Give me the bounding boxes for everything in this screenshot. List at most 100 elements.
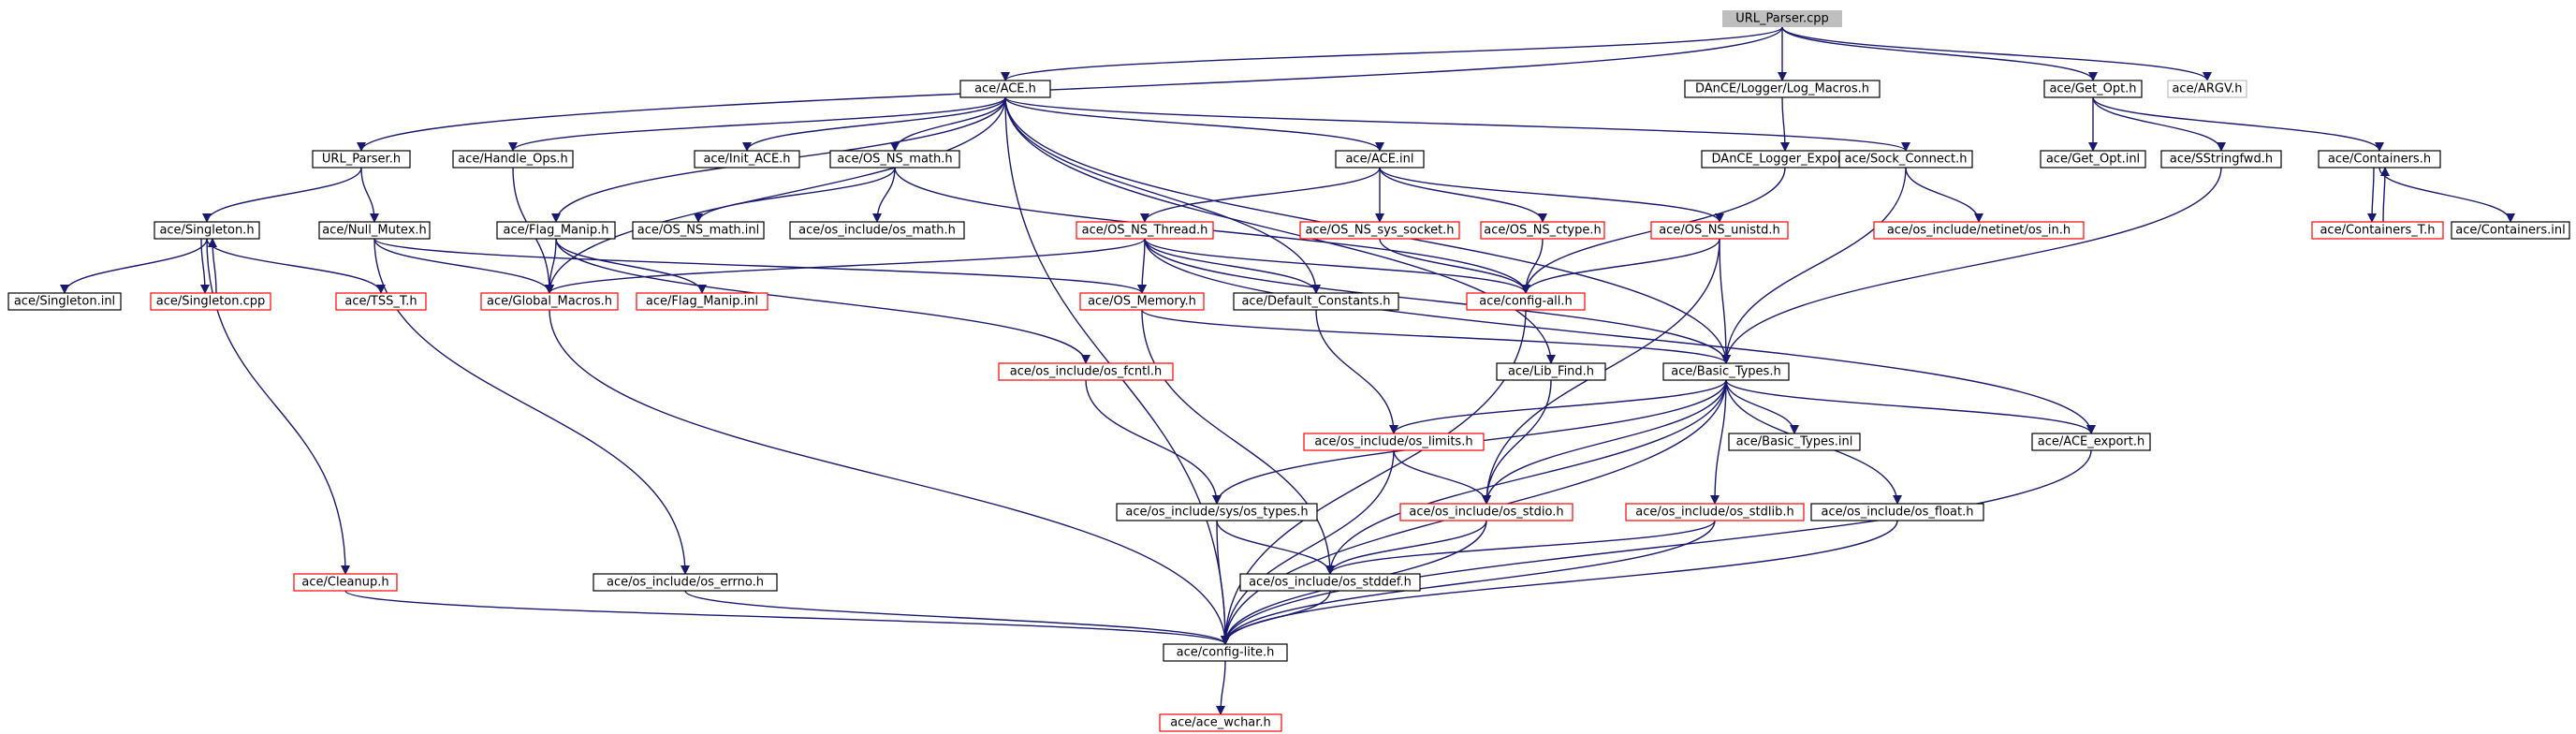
node-label: ace/Default_Constants.h (1241, 295, 1390, 309)
node-ace-os-ns-ctype-h[interactable]: ace/OS_NS_ctype.h (1480, 221, 1605, 240)
node-ace-handle-ops-h[interactable]: ace/Handle_Ops.h (452, 150, 574, 169)
edge-os_limits-to-config_lite (1221, 449, 1395, 645)
node-box (1163, 643, 1288, 662)
node-ace-os-ns-thread-h[interactable]: ace/OS_NS_Thread.h (1076, 221, 1214, 240)
node-ace-os-ns-math-h[interactable]: ace/OS_NS_math.h (829, 150, 960, 169)
edge (1221, 590, 1331, 645)
edge (555, 238, 707, 294)
edge-get_opt_h-to-containers_h (2092, 96, 2384, 152)
edge-basic_types_h-to-os_stddef (1325, 379, 1727, 575)
node-ace-os-include-sys-os-types-h[interactable]: ace/os_include/sys/os_types.h (1116, 503, 1318, 521)
node-ace-os-include-os-stddef-h[interactable]: ace/os_include/os_stddef.h (1239, 573, 1421, 592)
node-ace-flag-manip-h[interactable]: ace/Flag_Manip.h (496, 221, 616, 240)
node-ace-config-all-h[interactable]: ace/config-all.h (1466, 292, 1586, 311)
node-label: ace/Singleton.cpp (156, 295, 266, 309)
edge (1521, 238, 1544, 294)
node-dance-logger-log-macros-h[interactable]: DAnCE/Logger/Log_Macros.h (1684, 80, 1881, 98)
edge-url_parser_cpp-to-url_parser_h (357, 26, 1783, 152)
node-box (1728, 433, 1861, 451)
node-ace-null-mutex-h[interactable]: ace/Null_Mutex.h (318, 221, 431, 240)
node-ace-get-opt-inl[interactable]: ace/Get_Opt.inl (2040, 150, 2146, 169)
edge-os_limits-to-os_stdio (1393, 449, 1491, 505)
node-box (2451, 221, 2570, 240)
edge (1001, 26, 1783, 81)
node-ace-singleton-cpp[interactable]: ace/Singleton.cpp (150, 292, 271, 311)
edge (684, 590, 1230, 645)
node-ace-os-include-os-errno-h[interactable]: ace/os_include/os_errno.h (593, 573, 778, 592)
node-ace-os-ns-unistd-h[interactable]: ace/OS_NS_unistd.h (1650, 221, 1789, 240)
edge-os_ns_unistd-to-basic_types_h (1719, 238, 1731, 364)
node-ace-global-macros-h[interactable]: ace/Global_Macros.h (480, 292, 619, 311)
node-ace-get-opt-h[interactable]: ace/Get_Opt.h (2043, 80, 2143, 98)
edge (1325, 520, 1716, 575)
node-ace-tss-t-h[interactable]: ace/TSS_T.h (335, 292, 427, 311)
node-ace-os-include-netinet-os-in-h[interactable]: ace/os_include/netinet/os_in.h (1873, 221, 2085, 240)
node-ace-singleton-inl[interactable]: ace/Singleton.inl (7, 292, 122, 311)
edge-default_constants-to-os_limits (1315, 309, 1398, 434)
edge-ace_h-to-os_ns_math_h (890, 96, 1006, 152)
edge-containers_h-to-containers_t (2367, 167, 2378, 223)
node-ace-ace-h[interactable]: ace/ACE.h (959, 80, 1051, 98)
edge-containers_t-to-containers_h (2379, 167, 2390, 223)
node-box (959, 80, 1051, 98)
edge-basic_types_h-to-os_limits (1389, 379, 1727, 434)
node-ace-lib-find-h[interactable]: ace/Lib_Find.h (1496, 362, 1606, 381)
node-ace-basic-types-inl[interactable]: ace/Basic_Types.inl (1728, 433, 1861, 451)
edge (2378, 167, 2515, 223)
node-ace-os-include-os-float-h[interactable]: ace/os_include/os_float.h (1810, 503, 1984, 521)
edge-basic_types_h-to-basic_types_inl (1725, 379, 1799, 434)
edge (1721, 167, 2222, 364)
node-ace-basic-types-h[interactable]: ace/Basic_Types.h (1662, 362, 1790, 381)
node-box (829, 150, 960, 169)
node-ace-os-ns-math-inl[interactable]: ace/OS_NS_math.inl (632, 221, 765, 240)
edge-ace_h-to-ace_inl (1004, 96, 1384, 152)
edge-ace_h-to-sock_connect (1004, 96, 1910, 152)
node-label: ace/os_include/netinet/os_in.h (1887, 224, 2071, 238)
edge (1141, 309, 1335, 575)
node-box (7, 292, 122, 311)
node-ace-sock-connect-h[interactable]: ace/Sock_Connect.h (1838, 150, 1973, 169)
node-ace-containers-inl[interactable]: ace/Containers.inl (2451, 221, 2570, 240)
node-ace-sstringfwd-h[interactable]: ace/SStringfwd.h (2160, 150, 2282, 169)
node-label: ace/ARGV.h (2172, 82, 2242, 96)
node-ace-os-include-os-stdlib-h[interactable]: ace/os_include/os_stdlib.h (1625, 503, 1805, 521)
edge (1137, 238, 1148, 294)
node-ace-os-include-os-fcntl-h[interactable]: ace/os_include/os_fcntl.h (998, 362, 1174, 381)
node-ace-os-include-os-stdio-h[interactable]: ace/os_include/os_stdio.h (1399, 503, 1573, 521)
node-ace-argv-h[interactable]: ace/ARGV.h (2167, 80, 2247, 98)
node-ace-ace-inl[interactable]: ace/ACE.inl (1335, 150, 1425, 169)
edge-basic_types_h-to-os_stdlib (1710, 379, 1727, 505)
node-ace-os-include-os-limits-h[interactable]: ace/os_include/os_limits.h (1303, 433, 1485, 451)
node-ace-os-memory-h[interactable]: ace/OS_Memory.h (1079, 292, 1205, 311)
node-ace-os-include-os-math-h[interactable]: ace/os_include/os_math.h (789, 221, 965, 240)
node-box (789, 221, 965, 240)
node-ace-ace-export-h[interactable]: ace/ACE_export.h (2031, 433, 2151, 451)
edge (1216, 660, 1226, 715)
node-ace-init-ace-h[interactable]: ace/Init_ACE.h (694, 150, 800, 169)
node-box (1496, 362, 1606, 381)
node-label: ace/Init_ACE.h (703, 153, 790, 167)
edge-os_ns_thread-to-config_all (1144, 238, 1530, 294)
node-ace-cleanup-h[interactable]: ace/Cleanup.h (293, 573, 398, 592)
node-ace-flag-manip-inl[interactable]: ace/Flag_Manip.inl (636, 292, 768, 311)
node-ace-singleton-h[interactable]: ace/Singleton.h (154, 221, 260, 240)
node-dance-logger-export-h[interactable]: DAnCE_Logger_Export.h (1701, 150, 1869, 169)
node-box (1076, 221, 1214, 240)
node-ace-ace-wchar-h[interactable]: ace/ace_wchar.h (1159, 713, 1282, 732)
node-ace-containers-h[interactable]: ace/Containers.h (2318, 150, 2441, 169)
node-label: ace/OS_NS_unistd.h (1659, 224, 1780, 238)
edge-containers_h-to-containers_inl (2378, 167, 2515, 223)
node-ace-default-constants-h[interactable]: ace/Default_Constants.h (1233, 292, 1399, 311)
edge-os_ns_thread-to-basic_types_h (1144, 238, 1731, 364)
edge-url_parser_h-to-singleton_h (202, 167, 362, 223)
node-label: ace/Handle_Ops.h (458, 153, 567, 167)
node-ace-containers-t-h[interactable]: ace/Containers_T.h (2311, 221, 2444, 240)
node-label: ace/os_include/os_float.h (1821, 506, 1973, 520)
node-label: DAnCE/Logger/Log_Macros.h (1695, 82, 1869, 96)
node-ace-os-ns-sys-socket-h[interactable]: ace/OS_NS_sys_socket.h (1299, 221, 1460, 240)
node-url-parser-h[interactable]: URL_Parser.h (312, 150, 411, 169)
node-ace-config-lite-h[interactable]: ace/config-lite.h (1163, 643, 1288, 662)
edge (1719, 238, 1731, 364)
node-url-parser-cpp[interactable]: URL_Parser.cpp (1722, 10, 1842, 27)
